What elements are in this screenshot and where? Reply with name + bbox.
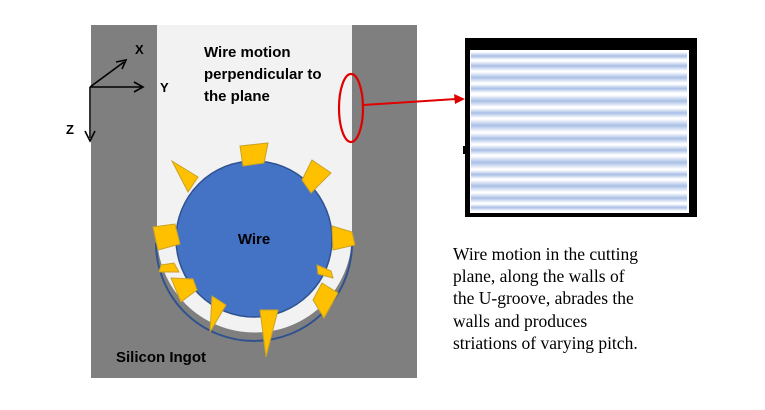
axes-icon [84, 58, 145, 143]
wire-path-arc [155, 242, 353, 342]
abrasive-particles [152, 142, 356, 358]
abrasive-particle [239, 142, 269, 167]
caption-line: walls and produces [453, 310, 588, 331]
striations-panel [463, 38, 697, 217]
striation-band [471, 170, 687, 179]
wire-motion-label-line-1: Wire motion [204, 44, 291, 61]
abrasive-particle [316, 264, 334, 279]
striation-band [471, 95, 687, 107]
abrasive-particle [259, 309, 279, 358]
striation-band [471, 204, 687, 211]
caption-line: striations of varying pitch. [453, 332, 638, 353]
ingot-label: Silicon Ingot [116, 349, 206, 366]
caption-line: the U-groove, abrades the [453, 288, 634, 309]
abrasive-particle [158, 262, 180, 273]
wire-motion-label-line-3: the plane [204, 88, 270, 105]
ellipse-highlight-icon [337, 72, 365, 144]
abrasive-particle [301, 159, 332, 194]
abrasive-particle [170, 277, 198, 303]
striation-band [471, 145, 687, 155]
striation-band [471, 72, 687, 83]
striation-stripes [471, 52, 687, 211]
striation-band [471, 180, 687, 192]
abrasive-particle [152, 223, 181, 251]
arrow-icon [362, 94, 465, 106]
striation-band [471, 133, 687, 144]
abrasive-particle [331, 225, 356, 251]
abrasive-particle [312, 282, 339, 319]
axis-x-label: X [135, 42, 144, 57]
axis-y-label: Y [160, 80, 169, 95]
striation-band [471, 156, 687, 169]
caption-line: Wire motion in the cutting [453, 244, 638, 264]
wire-label: Wire [238, 231, 270, 248]
abrasive-particle [170, 159, 199, 193]
wire-motion-label-line-2: perpendicular to [204, 66, 322, 83]
caption-line: plane, along the walls of [453, 266, 625, 287]
striation-band [471, 61, 687, 71]
abrasive-particle [209, 295, 227, 333]
striation-band [471, 52, 687, 60]
striation-band [471, 193, 687, 203]
striation-band [471, 119, 687, 132]
caption: Wire motion in the cutting plane, along … [453, 243, 753, 354]
striation-band [471, 108, 687, 118]
axis-z-label: Z [66, 122, 74, 137]
striation-band [471, 84, 687, 93]
